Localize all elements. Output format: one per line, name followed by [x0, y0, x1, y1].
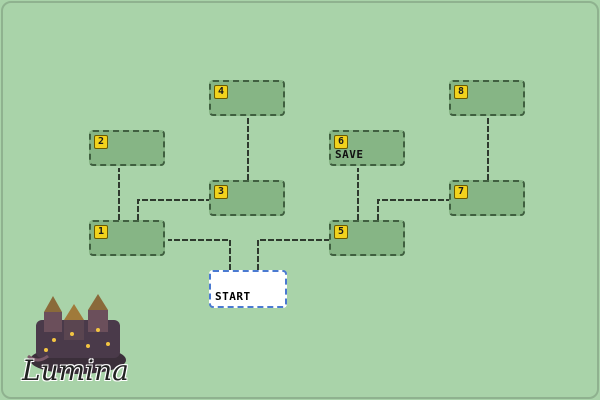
stage-node-5[interactable]: 5 [329, 220, 405, 256]
stage-number-badge: 4 [214, 85, 228, 99]
stage-number-badge: 5 [334, 225, 348, 239]
stage-number-badge: 3 [214, 185, 228, 199]
stage-node-1[interactable]: 1 [89, 220, 165, 256]
stage-node-2[interactable]: 2 [89, 130, 165, 166]
start-label: START [215, 290, 251, 303]
stage-node-3[interactable]: 3 [209, 180, 285, 216]
stage-number-badge: 2 [94, 135, 108, 149]
stage-number-badge: 7 [454, 185, 468, 199]
stage-node-4[interactable]: 4 [209, 80, 285, 116]
stage-node-8[interactable]: 8 [449, 80, 525, 116]
stage-node-6-save[interactable]: 6 SAVE [329, 130, 405, 166]
game-logo-text: Lumina [22, 354, 129, 387]
stage-number-badge: 1 [94, 225, 108, 239]
stage-number-badge: 6 [334, 135, 348, 149]
stage-number-badge: 8 [454, 85, 468, 99]
save-label: SAVE [335, 148, 364, 161]
stage-node-7[interactable]: 7 [449, 180, 525, 216]
castle-logo-icon [27, 294, 126, 374]
start-node[interactable]: START [209, 270, 287, 308]
